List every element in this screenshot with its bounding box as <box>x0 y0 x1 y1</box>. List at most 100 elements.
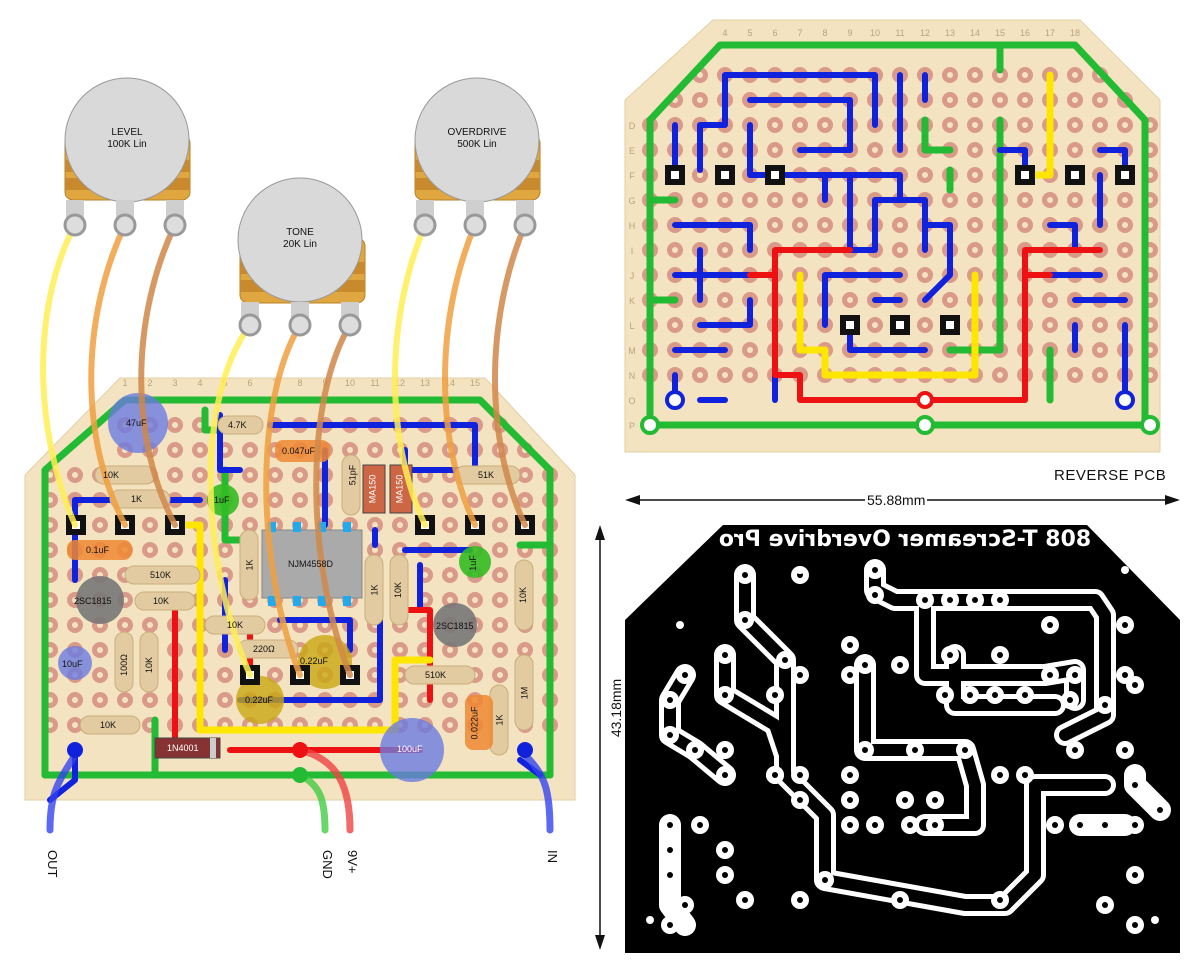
pad-hole <box>222 547 228 553</box>
c022-a-label: 0.22uF <box>300 656 329 666</box>
column-number: 6 <box>772 28 777 38</box>
pad-hole <box>397 522 403 528</box>
pad-hole <box>1072 72 1078 78</box>
out-label: OUT <box>45 850 60 878</box>
row-letter: H <box>629 221 636 231</box>
column-number: 3 <box>172 378 177 388</box>
column-number: 12 <box>920 28 930 38</box>
pad-hole <box>222 447 228 453</box>
r4k7-label: 4.7K <box>228 420 247 430</box>
pcb-drill <box>797 897 803 903</box>
pad-hole <box>422 572 428 578</box>
pcb-drill <box>1102 702 1108 708</box>
pcb-drill <box>1052 822 1058 828</box>
pad-hole <box>72 697 78 703</box>
pcb-drill <box>1122 622 1128 628</box>
pad-hole <box>497 672 503 678</box>
column-number: 4 <box>722 28 727 38</box>
row-letter: E <box>629 146 635 156</box>
pcb-drill <box>1132 822 1138 828</box>
overdrive-pot[interactable] <box>413 77 541 237</box>
r10k-c-label: 10K <box>227 620 244 630</box>
pad-hole <box>472 497 478 503</box>
pcb-drill <box>782 657 788 663</box>
reverse-pcb-label: REVERSE PCB <box>1054 467 1167 484</box>
pad-hole <box>422 447 428 453</box>
column-number: 7 <box>797 28 802 38</box>
pcb-drill <box>1157 807 1163 813</box>
pot-wires <box>40 222 528 678</box>
pad-hole <box>222 697 228 703</box>
ic-pin <box>293 596 301 606</box>
pad-hole <box>472 647 478 653</box>
c1u-a-label: 1uF <box>214 495 230 505</box>
tone-value: 20K Lin <box>283 239 317 250</box>
column-number: 16 <box>1020 28 1030 38</box>
row-letter: L <box>629 321 634 331</box>
pcb-drill <box>822 877 828 883</box>
pad-hole <box>97 522 103 528</box>
pad-hole <box>122 697 128 703</box>
pad-hole <box>172 547 178 553</box>
pcb-drill <box>897 662 903 668</box>
ic-pin <box>343 522 351 532</box>
pcb-drill <box>682 672 688 678</box>
c0022-label: 0.022uF <box>469 706 480 740</box>
pad-hole <box>722 297 728 303</box>
column-number: 10 <box>345 378 355 388</box>
pcb-drill <box>692 747 698 753</box>
pad-hole <box>797 222 803 228</box>
overdrive-pot-label: OVERDRIVE 500K Lin <box>427 127 527 151</box>
tone-pot-label: TONE 20K Lin <box>250 227 350 251</box>
pcb-drill <box>922 597 928 603</box>
pcb-drill <box>697 822 703 828</box>
pcb-drill <box>1122 747 1128 753</box>
pad-hole <box>897 222 903 228</box>
pad-hole <box>322 622 328 628</box>
pad-hole <box>422 622 428 628</box>
pcb-title: 808 T-Screamer Overdrive Pro <box>718 527 1092 552</box>
pad-hole <box>1097 97 1103 103</box>
level-pot[interactable] <box>63 77 191 237</box>
pad-hole <box>997 97 1003 103</box>
pad-hole <box>1072 97 1078 103</box>
pad-hole <box>172 447 178 453</box>
pcb-drill <box>797 797 803 803</box>
r1k-v2-label: 1K <box>369 584 380 596</box>
pad-hole <box>347 447 353 453</box>
column-number: 18 <box>1070 28 1080 38</box>
pad-hole <box>722 147 728 153</box>
pad-hole <box>147 522 153 528</box>
pad-hole <box>972 222 978 228</box>
pad-hole <box>147 697 153 703</box>
pcb-drill <box>667 732 673 738</box>
pad-hole <box>97 647 103 653</box>
tone-pot[interactable] <box>237 177 366 337</box>
c0047-label: 0.047uF <box>282 446 316 456</box>
pad-hole <box>297 622 303 628</box>
pad-hole <box>972 197 978 203</box>
column-number: 6 <box>247 378 252 388</box>
r10k-v3-label: 10K <box>518 586 529 604</box>
pcb-drill <box>997 652 1003 658</box>
r10k-b-label: 10K <box>153 596 170 606</box>
c47u-label: 47uF <box>126 418 147 428</box>
pad-hole <box>972 247 978 253</box>
yellow-wire <box>171 521 434 734</box>
pcb-drill <box>667 822 673 828</box>
pad-hole <box>972 122 978 128</box>
pad-hole <box>672 322 678 328</box>
pad-hole <box>1122 197 1128 203</box>
pad-hole <box>897 247 903 253</box>
pad-hole <box>497 622 503 628</box>
pad-hole <box>522 472 528 478</box>
pcb-mount-hole <box>796 566 804 574</box>
pad-hole <box>997 372 1003 378</box>
pad-hole <box>1022 197 1028 203</box>
column-number: 15 <box>470 378 480 388</box>
c022-b-label: 0.22uF <box>245 695 274 705</box>
r51k-label: 51K <box>478 470 495 480</box>
pad-hole <box>722 197 728 203</box>
dimension-lines <box>595 495 1180 950</box>
